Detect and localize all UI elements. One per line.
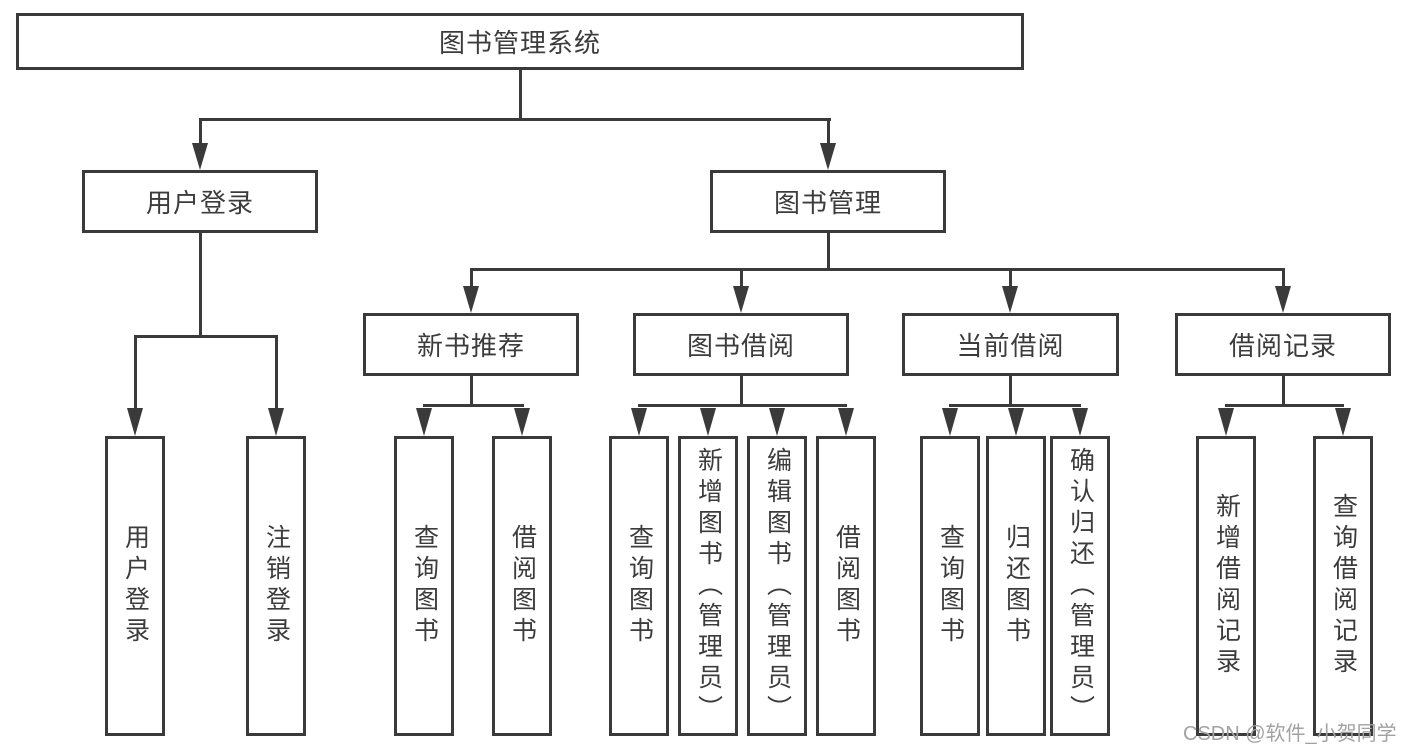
arrowhead-book-mgmt xyxy=(820,143,836,170)
arrowhead-leaf xyxy=(514,408,530,436)
connector-leaf-feed xyxy=(134,335,137,413)
node-root-label: 图书管理系统 xyxy=(438,28,601,58)
connector-book-borrow-drop xyxy=(740,376,743,407)
connector-new-book-drop xyxy=(470,376,473,407)
arrowhead-leaf xyxy=(942,408,958,436)
leaf-logout-label: 注销登录 xyxy=(262,524,291,648)
leaf-user-login-label: 用户登录 xyxy=(121,524,150,648)
arrowhead-leaf xyxy=(769,408,785,436)
node-borrow-records-label: 借阅记录 xyxy=(1228,331,1337,361)
node-borrow-records: 借阅记录 xyxy=(1175,313,1391,376)
leaf-add-borrow-record-label: 新增借阅记录 xyxy=(1212,493,1241,679)
leaf-add-borrow-record: 新增借阅记录 xyxy=(1196,436,1256,736)
arrowhead-leaf xyxy=(1335,408,1351,436)
connector-book-mgmt-drop xyxy=(827,233,830,271)
connector-user-login-children-split xyxy=(134,335,278,338)
arrowhead-leaf xyxy=(631,408,647,436)
leaf-query-books-recommend: 查询图书 xyxy=(394,436,454,736)
arrowhead-new-book-recommend xyxy=(463,286,479,313)
connector-current-borrow-children-split xyxy=(949,404,1081,407)
leaf-confirm-return-admin-label: 确认归还（管理员） xyxy=(1066,446,1095,726)
connector-level2-split xyxy=(470,268,1284,271)
leaf-query-books-borrow: 查询图书 xyxy=(609,436,669,736)
leaf-borrow-books-label: 借阅图书 xyxy=(832,524,861,648)
leaf-query-books-borrow-label: 查询图书 xyxy=(625,524,654,648)
connector-level2-feed xyxy=(740,268,743,290)
leaf-query-books-recommend-label: 查询图书 xyxy=(410,524,439,648)
connector-leaf-feed xyxy=(275,335,278,413)
connector-root-drop xyxy=(519,70,522,120)
connector-book-mgmt-feed xyxy=(827,118,830,146)
arrowhead-leaf xyxy=(1072,408,1088,436)
arrowhead-leaf xyxy=(700,408,716,436)
leaf-add-books-admin: 新增图书（管理员） xyxy=(678,436,738,736)
connector-level2-feed xyxy=(1009,268,1012,290)
leaf-edit-books-admin-label: 编辑图书（管理员） xyxy=(763,446,792,726)
arrowhead-leaf xyxy=(1008,408,1024,436)
node-root: 图书管理系统 xyxy=(16,13,1024,70)
leaf-edit-books-admin: 编辑图书（管理员） xyxy=(747,436,807,736)
connector-new-book-children-split xyxy=(423,404,524,407)
arrowhead-leaf xyxy=(268,408,284,436)
arrowhead-leaf xyxy=(838,408,854,436)
leaf-user-login: 用户登录 xyxy=(105,436,165,736)
leaf-add-books-admin-label: 新增图书（管理员） xyxy=(694,446,723,726)
connector-current-borrow-drop xyxy=(1009,376,1012,407)
arrowhead-borrow-records xyxy=(1275,286,1291,313)
node-new-book-recommend-label: 新书推荐 xyxy=(416,331,525,361)
leaf-query-books-current: 查询图书 xyxy=(920,436,980,736)
node-new-book-recommend: 新书推荐 xyxy=(363,313,579,376)
watermark: CSDN @软件_小贺同学 xyxy=(1183,723,1397,745)
leaf-borrow-books-recommend: 借阅图书 xyxy=(492,436,552,736)
node-book-management: 图书管理 xyxy=(710,170,946,233)
node-book-management-label: 图书管理 xyxy=(773,188,882,218)
leaf-confirm-return-admin: 确认归还（管理员） xyxy=(1050,436,1110,736)
node-user-login: 用户登录 xyxy=(82,170,318,233)
connector-level2-feed xyxy=(1282,268,1285,290)
leaf-borrow-books-recommend-label: 借阅图书 xyxy=(508,524,537,648)
leaf-return-books: 归还图书 xyxy=(986,436,1046,736)
connector-borrow-records-drop xyxy=(1282,376,1285,407)
leaf-query-borrow-record-label: 查询借阅记录 xyxy=(1329,493,1358,679)
connector-borrow-records-children-split xyxy=(1225,404,1344,407)
arrowhead-leaf xyxy=(416,408,432,436)
connector-user-login-drop xyxy=(199,233,202,337)
connector-level1-split xyxy=(199,118,831,121)
leaf-borrow-books: 借阅图书 xyxy=(816,436,876,736)
node-current-borrow: 当前借阅 xyxy=(902,313,1119,376)
leaf-logout: 注销登录 xyxy=(246,436,306,736)
node-current-borrow-label: 当前借阅 xyxy=(956,331,1065,361)
arrowhead-leaf xyxy=(127,408,143,436)
node-book-borrow-label: 图书借阅 xyxy=(686,331,795,361)
connector-book-borrow-children-split xyxy=(638,404,847,407)
leaf-query-books-current-label: 查询图书 xyxy=(936,524,965,648)
arrowhead-book-borrow xyxy=(733,286,749,313)
arrowhead-user-login xyxy=(192,143,208,170)
connector-user-login-feed xyxy=(199,118,202,146)
arrowhead-leaf xyxy=(1218,408,1234,436)
leaf-return-books-label: 归还图书 xyxy=(1002,524,1031,648)
node-book-borrow: 图书借阅 xyxy=(633,313,849,376)
arrowhead-current-borrow xyxy=(1002,286,1018,313)
leaf-query-borrow-record: 查询借阅记录 xyxy=(1313,436,1373,736)
node-user-login-label: 用户登录 xyxy=(145,188,254,218)
connector-level2-feed xyxy=(470,268,473,290)
